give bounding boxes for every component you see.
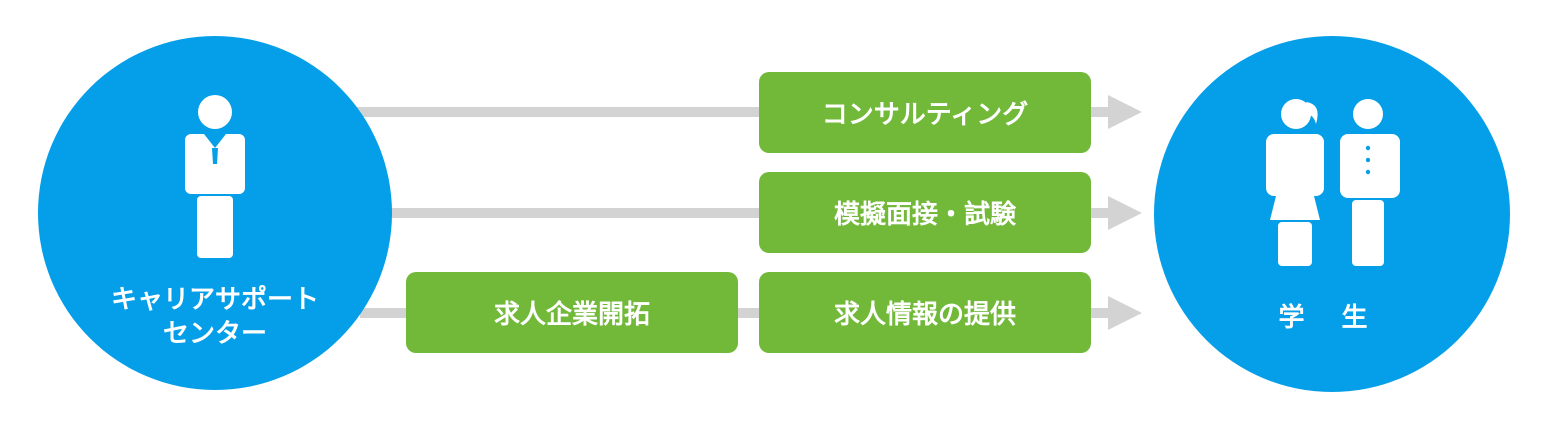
businessman-icon bbox=[185, 95, 245, 258]
service-mock-interview: 模擬面接・試験 bbox=[759, 172, 1091, 253]
arrow-jobinfo-head bbox=[1108, 296, 1142, 330]
career-support-center-label: キャリアサポート センター bbox=[70, 283, 360, 351]
service-employer-recruiting: 求人企業開拓 bbox=[406, 272, 738, 353]
career-support-center-label-line2: センター bbox=[162, 319, 267, 349]
service-consulting: コンサルティング bbox=[759, 72, 1091, 153]
arrow-interview-head bbox=[1108, 196, 1142, 230]
service-job-information: 求人情報の提供 bbox=[759, 272, 1091, 353]
students-node bbox=[1154, 36, 1510, 392]
students-label: 学 生 bbox=[1278, 303, 1382, 333]
arrow-consulting-head bbox=[1108, 95, 1142, 129]
students-icon bbox=[1266, 99, 1400, 266]
career-support-center-label-line1: キャリアサポート bbox=[110, 285, 319, 315]
arrow-interview-shaft bbox=[388, 208, 1110, 218]
arrow-consulting-shaft bbox=[355, 107, 1110, 117]
